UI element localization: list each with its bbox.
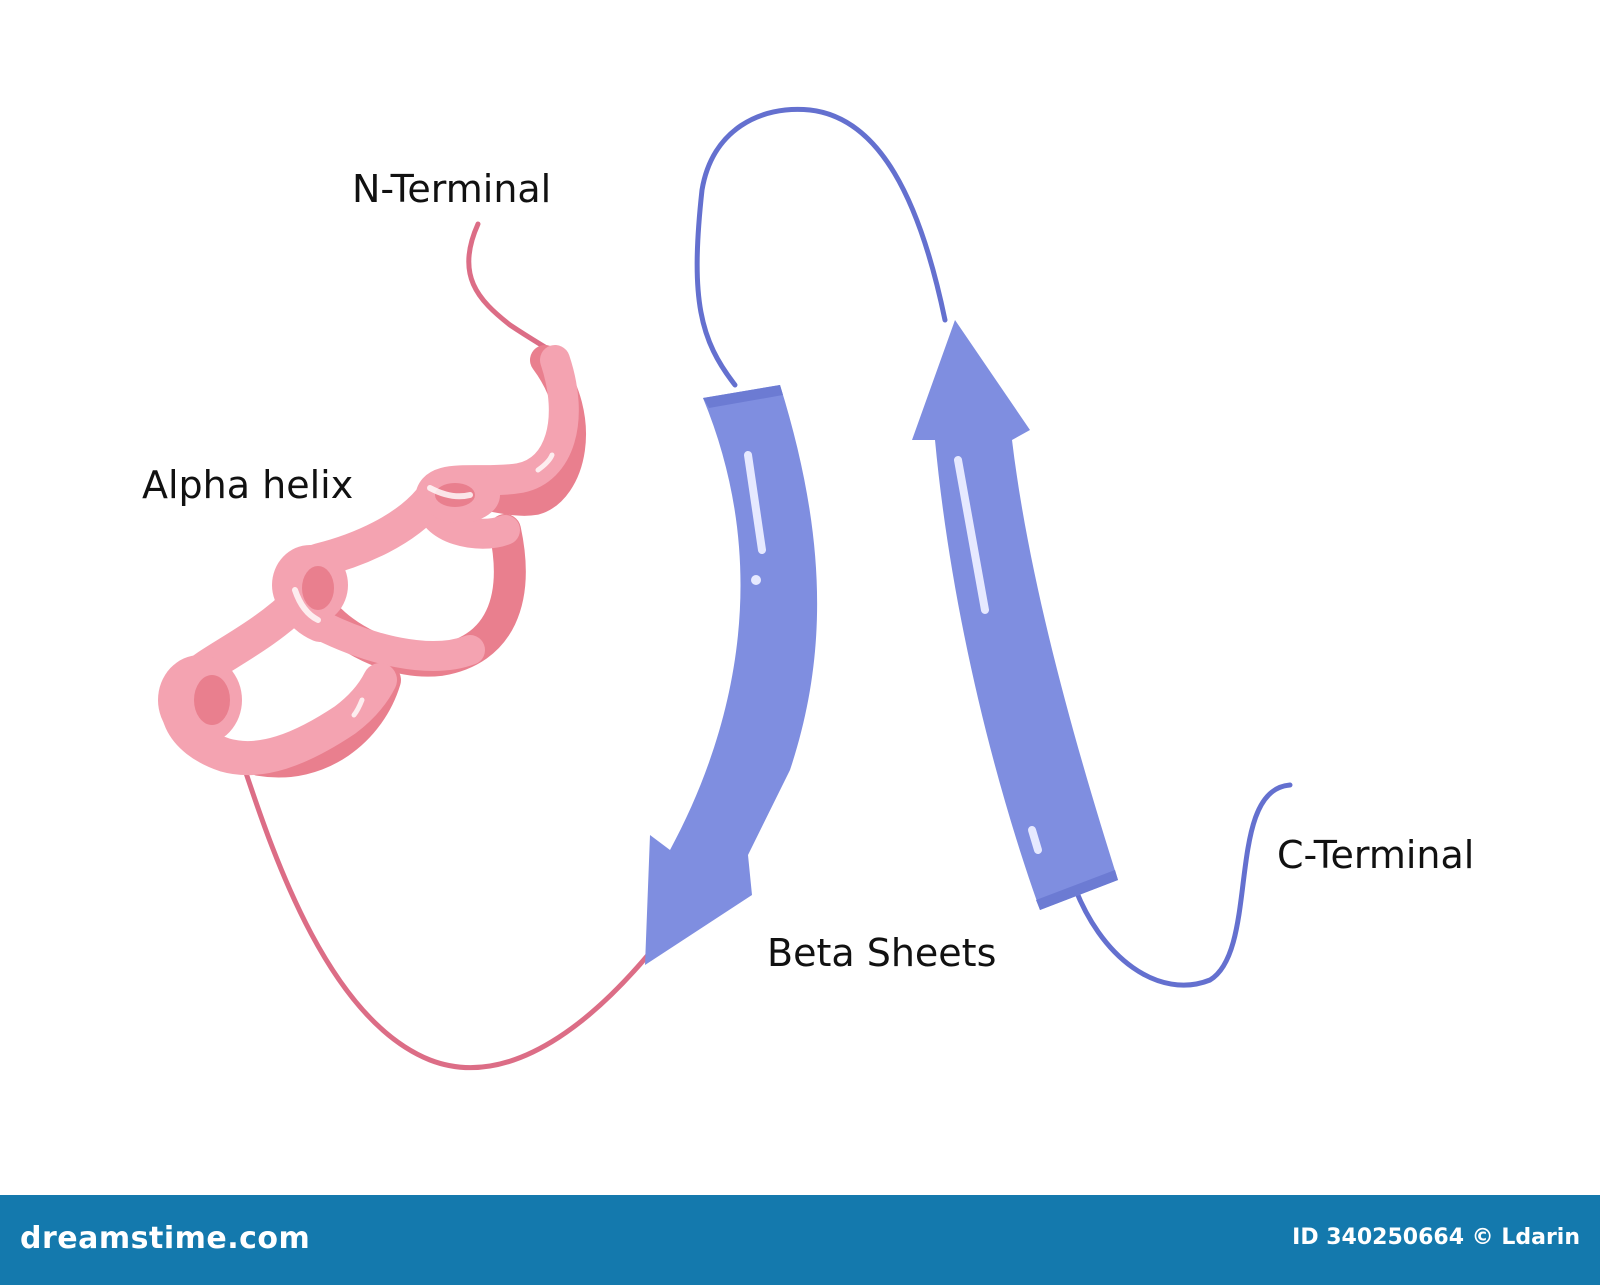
watermark-footer: dreamstime.com ID 340250664 © Ldarin: [0, 1195, 1600, 1285]
watermark-brand: dreamstime.com: [20, 1221, 311, 1256]
beta-strand-up: [912, 320, 1118, 910]
protein-structure-diagram: N-Terminal Alpha helix Beta Sheets C-Ter…: [142, 106, 1474, 1070]
alpha-helix-label: Alpha helix: [142, 463, 353, 507]
beta-turn-loop: [694, 106, 948, 388]
beta-strand-down: [645, 385, 818, 965]
watermark-credit: ID 340250664 © Ldarin: [1292, 1225, 1580, 1250]
alpha-coil-chain: [242, 767, 651, 1070]
c-terminal-chain: [1069, 782, 1293, 988]
n-terminal-label: N-Terminal: [352, 167, 551, 211]
n-terminal-chain: [466, 221, 563, 361]
beta-sheets-label: Beta Sheets: [767, 931, 996, 975]
c-terminal-label: C-Terminal: [1277, 833, 1474, 877]
alpha-helix-ribbon: [158, 345, 586, 778]
